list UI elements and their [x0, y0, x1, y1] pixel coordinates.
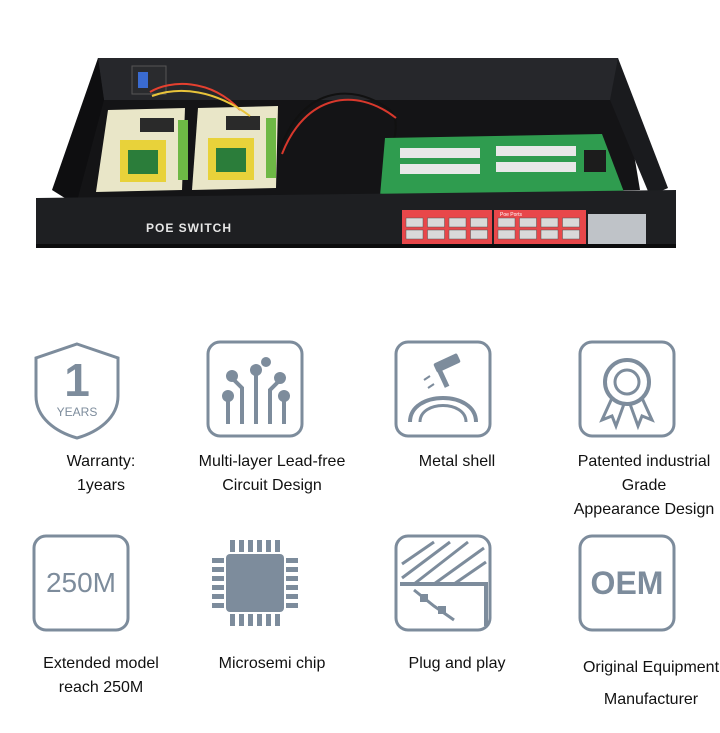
feature-caption-line: 1years: [76, 477, 126, 494]
port-label: Poe Ports: [500, 212, 522, 218]
feature-caption: Metal shell: [357, 450, 557, 474]
warranty-shield-icon: 1 YEARS: [32, 340, 122, 445]
metal-shell-icon: [394, 340, 492, 443]
poe-port: [448, 217, 467, 228]
oem-icon: OEM: [578, 534, 676, 637]
chip-icon: [206, 534, 304, 637]
poe-port: [427, 229, 445, 240]
feature-caption-line: Original Equipment: [582, 659, 720, 676]
poe-port: [540, 229, 559, 240]
warranty-number: 1: [64, 354, 90, 406]
plug-icon: [394, 534, 492, 637]
feature-caption: Plug and play: [357, 652, 557, 676]
circuit-icon: [206, 340, 304, 443]
feature-caption-line: Manufacturer: [603, 691, 699, 708]
feature-caption-line: Patented industrial: [577, 453, 711, 470]
poe-port: [497, 217, 516, 228]
poe-port: [405, 229, 424, 240]
warranty-unit: YEARS: [57, 405, 98, 419]
poe-port: [448, 229, 467, 240]
poe-port: [497, 229, 516, 240]
poe-port: [519, 229, 537, 240]
feature-caption-line: Circuit Design: [222, 477, 322, 494]
feature-caption-line: reach 250M: [58, 679, 144, 696]
feature-caption: Extended model reach 250M: [1, 652, 201, 700]
range-250m-icon: 250M: [32, 534, 130, 637]
poe-port: [427, 217, 445, 228]
feature-caption: Microsemi chip: [172, 652, 372, 676]
feature-caption-line: Microsemi chip: [218, 655, 326, 672]
poe-port: [562, 229, 580, 240]
poe-port: [470, 229, 488, 240]
feature-caption-line: Extended model: [43, 655, 159, 672]
feature-caption-line: Warranty:: [66, 453, 136, 470]
feature-caption-line: Grade: [621, 477, 667, 494]
feature-caption: Warranty: 1years: [1, 450, 201, 498]
poe-port: [540, 217, 559, 228]
oem-text: OEM: [591, 565, 664, 601]
poe-switch-image: POE SWITCH Poe Ports: [36, 58, 676, 248]
poe-port: [405, 217, 424, 228]
range-value: 250M: [46, 567, 116, 598]
feature-caption-line: Multi-layer Lead-free: [198, 453, 346, 470]
feature-caption-line: Plug and play: [408, 655, 506, 672]
panel-label: POE SWITCH: [146, 221, 232, 235]
feature-caption-line: Metal shell: [418, 453, 496, 470]
poe-port: [470, 217, 488, 228]
poe-port: [519, 217, 537, 228]
award-ribbon-icon: [578, 340, 676, 443]
poe-port: [562, 217, 580, 228]
feature-caption-line: Appearance Design: [573, 501, 715, 518]
